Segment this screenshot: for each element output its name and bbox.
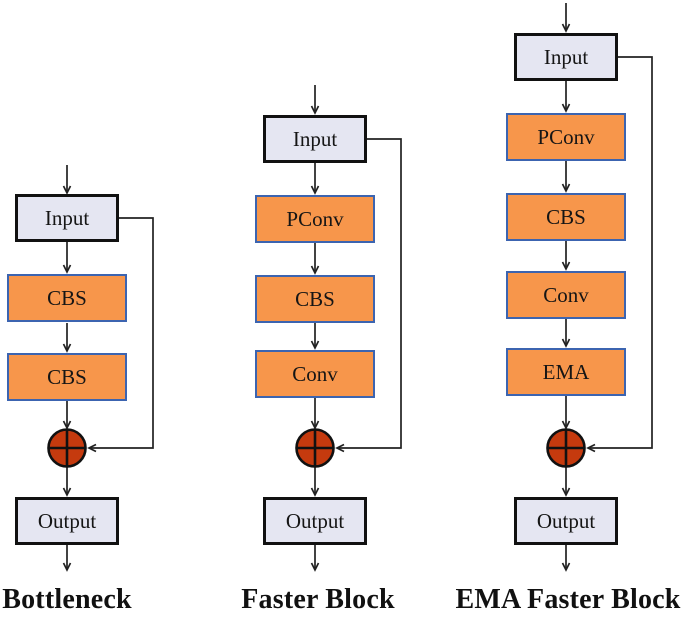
block-box-cbs: CBS	[7, 274, 127, 322]
diagram-title-ema-faster-block: EMA Faster Block	[455, 584, 681, 615]
output-box: Output	[263, 497, 367, 545]
output-box: Output	[514, 497, 618, 545]
faster-block-connectors	[310, 85, 402, 572]
input-box: Input	[263, 115, 367, 163]
skip-connection	[586, 56, 653, 453]
diagram-title-faster-block: Faster Block	[241, 584, 395, 615]
block-box-pconv: PConv	[506, 113, 626, 161]
block-box-cbs: CBS	[7, 353, 127, 401]
output-box: Output	[15, 497, 119, 545]
skip-connection	[87, 217, 154, 453]
block-box-ema: EMA	[506, 348, 626, 396]
add-node-icon	[47, 428, 87, 468]
ema-faster-block-connectors	[561, 3, 653, 572]
add-node-icon	[546, 428, 586, 468]
block-box-cbs: CBS	[506, 193, 626, 241]
diagram-title-bottleneck: Bottleneck	[2, 584, 132, 615]
bottleneck-connectors	[62, 165, 154, 572]
input-box: Input	[15, 194, 119, 242]
input-box: Input	[514, 33, 618, 81]
add-node-icon	[295, 428, 335, 468]
block-box-conv: Conv	[255, 350, 375, 398]
skip-connection	[335, 138, 402, 453]
block-box-cbs: CBS	[255, 275, 375, 323]
block-box-pconv: PConv	[255, 195, 375, 243]
block-box-conv: Conv	[506, 271, 626, 319]
